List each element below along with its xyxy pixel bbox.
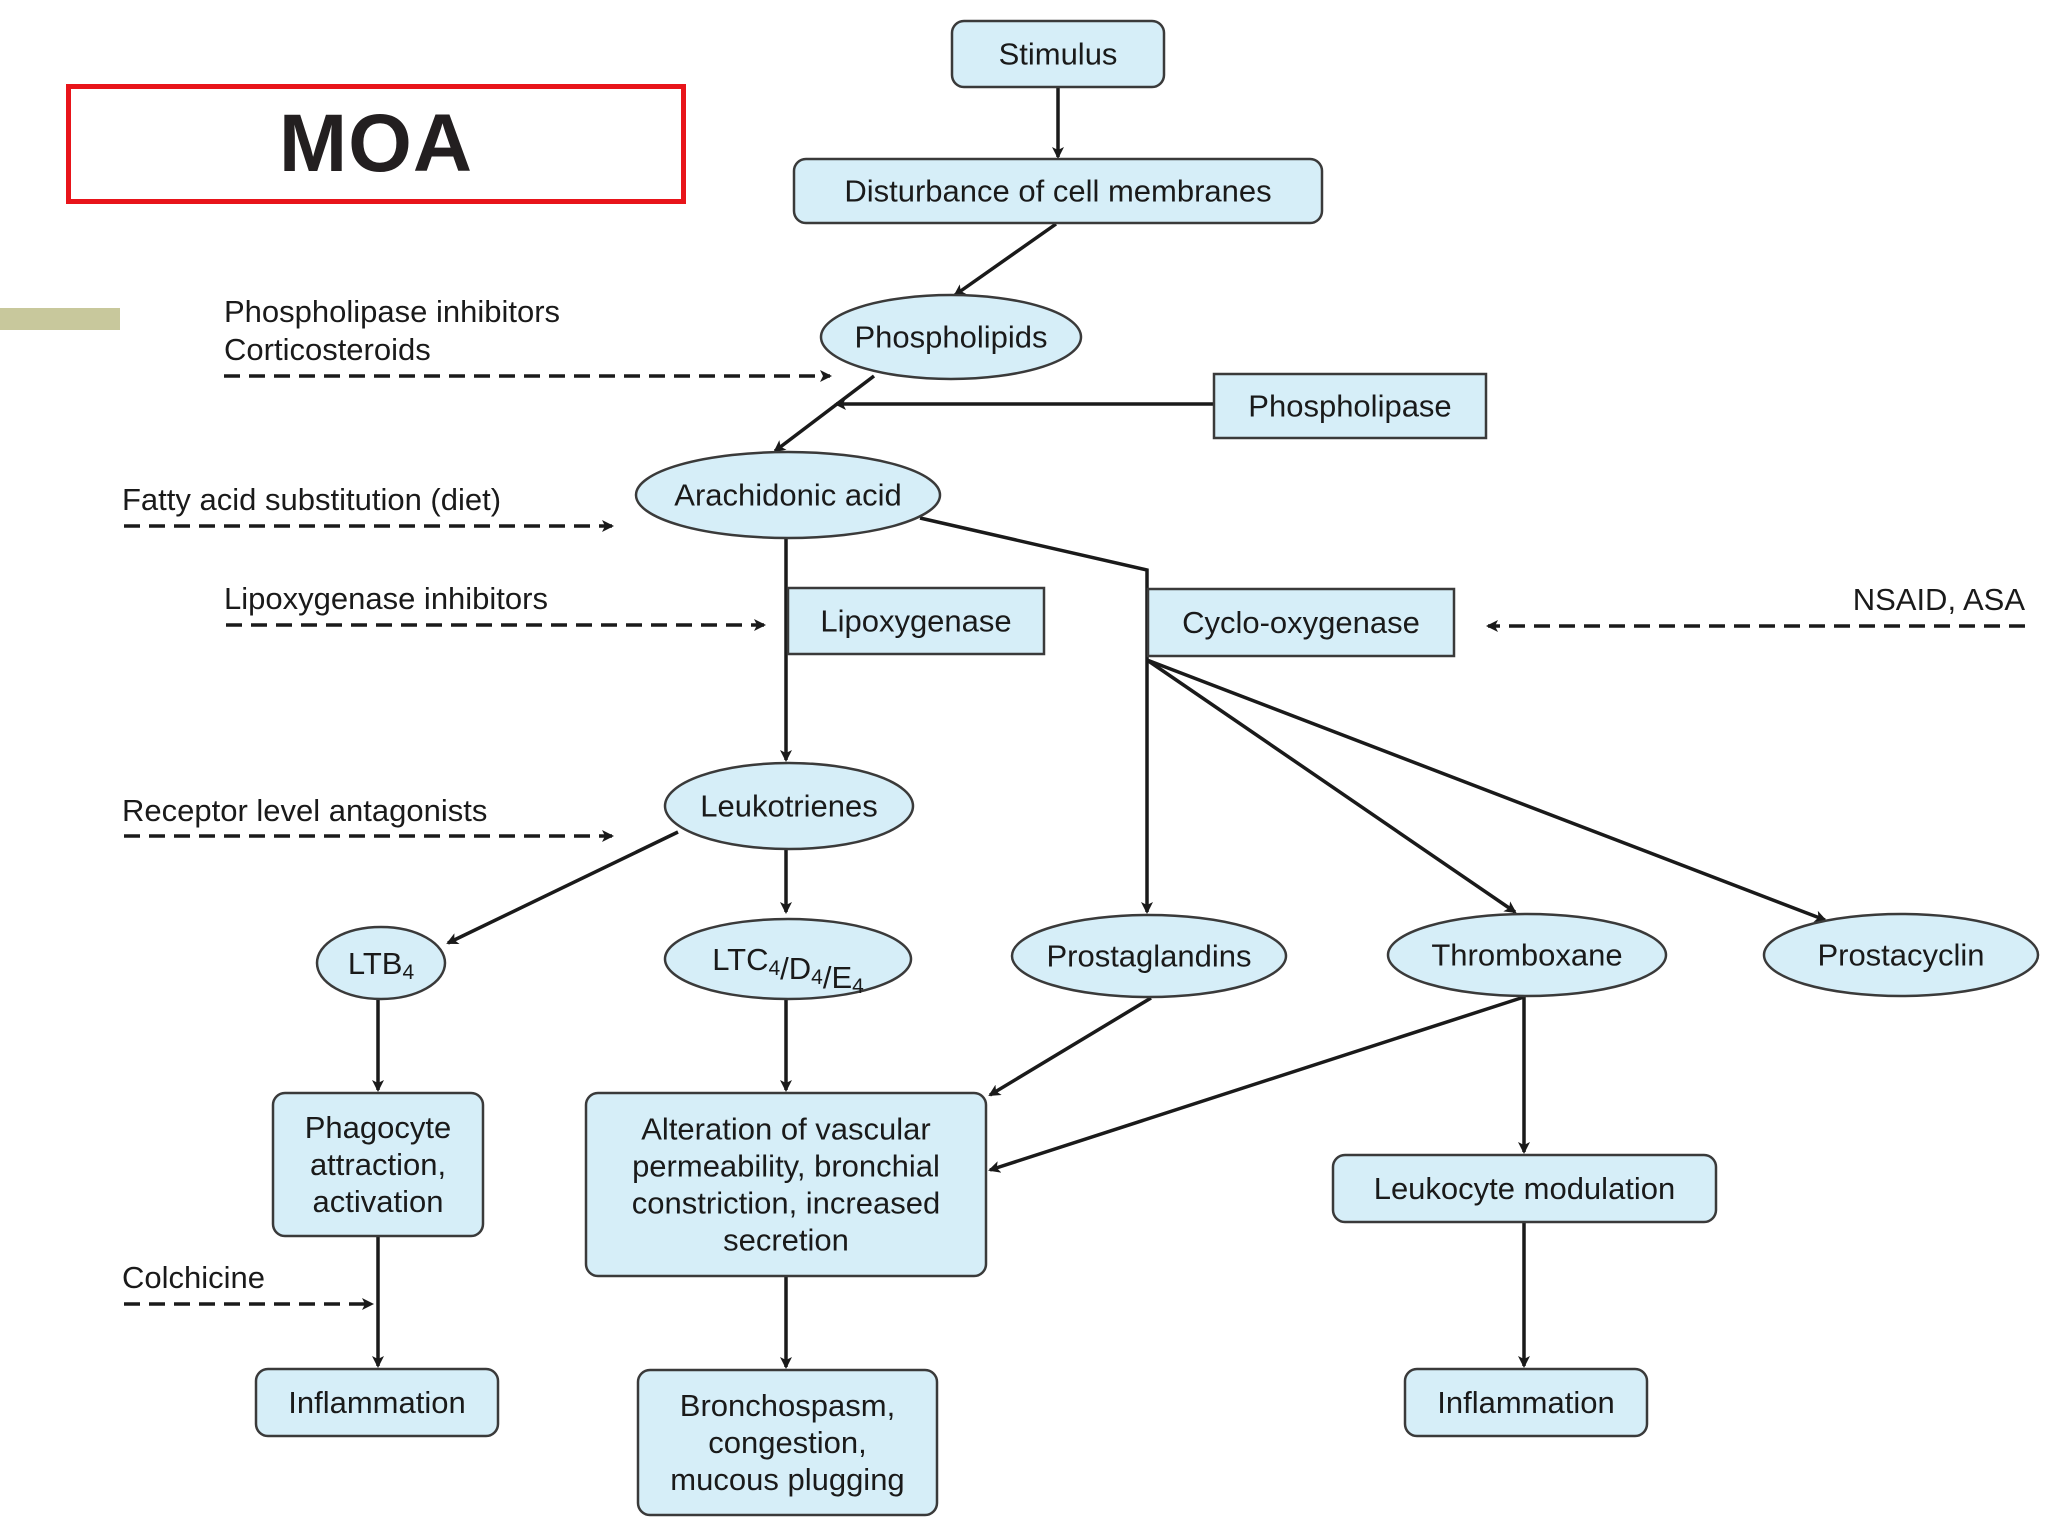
thromboxane-node-label: Thromboxane [1431, 938, 1622, 973]
lipoxygenase-node: Lipoxygenase [786, 586, 1046, 656]
edge-leukotrienes-to-ltb4 [446, 830, 679, 945]
alteration-node-label-line-1: Alteration of vascular [641, 1112, 930, 1147]
slide-title: MOA [278, 98, 474, 189]
nsaid-asa-label: NSAID, ASA [1853, 582, 2026, 617]
edge-arachidonic-to-cyclooxygenase [919, 516, 1153, 914]
leukotrienes-node-label: Leukotrienes [700, 789, 878, 824]
prostacyclin-node-label: Prostacyclin [1817, 938, 1984, 973]
ltc4-d4-e4-node-label-subscript-1: 4 [768, 957, 780, 980]
phospholipase-inhibitors-label-line-1: Phospholipase inhibitors [224, 294, 560, 329]
ltc4-d4-e4-node-label-subscript-3: 4 [852, 975, 864, 998]
prostacyclin-node: Prostacyclin [1762, 912, 2040, 998]
edge-prostaglandins-to-alteration [988, 996, 1152, 1097]
inflammation-right-node: Inflammation [1403, 1367, 1649, 1438]
arachidonic-acid-node-label: Arachidonic acid [674, 478, 901, 513]
leukocyte-modulation-node-label: Leukocyte modulation [1374, 1171, 1676, 1206]
phagocyte-node-label-line-2: attraction, [310, 1147, 446, 1182]
phagocyte-node-label-line-3: activation [313, 1184, 444, 1219]
edges [124, 87, 2025, 1369]
phospholipids-node: Phospholipids [819, 293, 1083, 381]
prostaglandins-node-label: Prostaglandins [1046, 939, 1251, 974]
ltc4-d4-e4-node-label-text-3: /E [823, 960, 852, 995]
cyclooxygenase-node: Cyclo-oxygenase [1146, 587, 1456, 658]
ltc4-d4-e4-node: LTC4/D4/E4 [663, 917, 913, 1001]
stimulus-node: Stimulus [950, 19, 1166, 89]
lipoxygenase-inhibitors-label: Lipoxygenase inhibitors [224, 581, 548, 616]
title-box: MOA [66, 84, 686, 204]
edge-disturbance-to-phospholipids [953, 222, 1058, 297]
ltb4-node: LTB4 [315, 925, 447, 1001]
inflammation-left-node: Inflammation [254, 1367, 500, 1438]
disturbance-node-label: Disturbance of cell membranes [844, 174, 1271, 209]
phospholipase-node-label: Phospholipase [1248, 389, 1451, 424]
ltb4-node-label: LTB4 [348, 946, 415, 984]
ltc4-d4-e4-node-label-subscript-2: 4 [811, 966, 823, 989]
bronchospasm-node: Bronchospasm,congestion,mucous plugging [636, 1368, 939, 1517]
alteration-node-label-line-4: secretion [723, 1223, 849, 1258]
annotations: Phospholipase inhibitorsCorticosteroidsF… [122, 294, 2025, 1295]
ltb4-node-label-subscript-1: 4 [402, 961, 414, 984]
ltc4-d4-e4-node-label-text-2: /D [780, 951, 811, 986]
prostaglandins-node: Prostaglandins [1010, 913, 1288, 999]
inflammation-left-node-label: Inflammation [288, 1385, 465, 1420]
bronchospasm-node-label-line-1: Bronchospasm, [680, 1388, 895, 1423]
leukocyte-modulation-node: Leukocyte modulation [1331, 1153, 1718, 1224]
colchicine-label: Colchicine [122, 1260, 265, 1295]
accent-bar [0, 308, 120, 330]
alteration-node-label-line-3: constriction, increased [632, 1186, 940, 1221]
edge-thromboxane-to-alteration [988, 995, 1525, 1173]
bronchospasm-node-label-line-3: mucous plugging [670, 1462, 904, 1497]
phagocyte-node-label-line-1: Phagocyte [305, 1110, 452, 1145]
disturbance-node: Disturbance of cell membranes [792, 157, 1324, 225]
inflammation-right-node-label: Inflammation [1437, 1385, 1614, 1420]
edge-cox-to-thromboxane [1146, 658, 1517, 914]
edge-phospholipids-to-arachidonic [773, 374, 876, 453]
receptor-antagonists-label: Receptor level antagonists [122, 793, 487, 828]
thromboxane-node: Thromboxane [1386, 912, 1668, 998]
phospholipids-node-label: Phospholipids [854, 320, 1047, 355]
leukotrienes-node: Leukotrienes [663, 761, 915, 851]
fatty-acid-label: Fatty acid substitution (diet) [122, 482, 501, 517]
ltc4-d4-e4-node-label-text-1: LTC [712, 942, 768, 977]
lipoxygenase-node-label: Lipoxygenase [820, 604, 1011, 639]
phospholipase-node: Phospholipase [1212, 372, 1488, 440]
cyclooxygenase-node-label: Cyclo-oxygenase [1182, 605, 1420, 640]
phospholipase-inhibitors-label-line-2: Corticosteroids [224, 332, 431, 367]
arachidonic-acid-node: Arachidonic acid [634, 450, 942, 540]
bronchospasm-node-label-line-2: congestion, [708, 1425, 867, 1460]
stimulus-node-label: Stimulus [999, 37, 1118, 72]
ltc4-d4-e4-node-label: LTC4/D4/E4 [712, 942, 864, 998]
edge-cox-to-prostacyclin [1146, 658, 1827, 923]
ltb4-node-label-text-1: LTB [348, 946, 403, 981]
alteration-node-label-line-2: permeability, bronchial [632, 1149, 940, 1184]
